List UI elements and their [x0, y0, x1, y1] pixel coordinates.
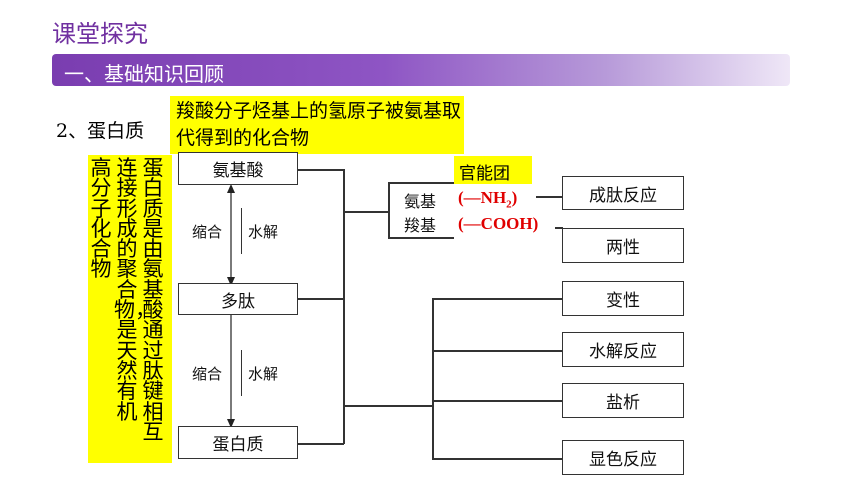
arrow-carboxyl-to-amphoteric — [555, 227, 563, 229]
fg-bracket-bottom — [388, 237, 454, 239]
divider-2 — [241, 350, 243, 396]
vertical-note-column-1: 蛋白质是由氨基酸通过肽键相互 — [142, 156, 164, 444]
vertical-note-column-2: 连接形成的聚合物，是天然有机 — [114, 156, 156, 424]
carboxyl-group-name: 羧基 — [404, 216, 437, 235]
fg-bracket-vertical — [388, 182, 390, 238]
arrow-amino-to-peptide-reaction — [536, 196, 562, 198]
functional-group-label: 官能团 — [459, 164, 510, 184]
property-amphoteric: 两性 — [562, 228, 684, 263]
branch-color — [432, 458, 562, 460]
property-color-reaction: 显色反应 — [562, 440, 684, 475]
connector-peptide — [298, 298, 344, 300]
banner-label: 一、基础知识回顾 — [64, 62, 224, 86]
left-connector — [343, 169, 345, 444]
fg-bracket-top — [388, 182, 454, 184]
protein-tree-vertical — [432, 298, 434, 459]
node-protein: 蛋白质 — [178, 426, 298, 459]
label-hydrolysis-1: 水解 — [248, 223, 279, 241]
property-denaturation: 变性 — [562, 281, 684, 316]
vertical-note-highlight — [88, 155, 172, 463]
definition-highlight — [170, 96, 464, 154]
vertical-note-column-3: 高分子化合物 — [90, 156, 112, 282]
protein-tree-link — [343, 405, 433, 407]
connector-to-functional-group — [343, 211, 388, 213]
amino-formula: (—NH2) — [458, 188, 518, 211]
functional-group-highlight — [454, 156, 532, 184]
connector-protein — [298, 443, 344, 445]
amino-group-name: 氨基 — [404, 192, 437, 211]
carboxyl-formula: (—COOH) — [458, 214, 539, 233]
branch-hydrolysis — [432, 350, 562, 352]
branch-salting-out — [432, 400, 562, 402]
label-condense-1: 缩合 — [192, 223, 223, 241]
property-salting-out: 盐析 — [562, 383, 684, 418]
label-hydrolysis-2: 水解 — [248, 365, 279, 383]
property-hydrolysis: 水解反应 — [562, 332, 684, 367]
property-peptide-formation: 成肽反应 — [562, 176, 684, 210]
slide-title: 课堂探究 — [52, 20, 148, 48]
branch-denature — [432, 298, 562, 300]
definition-text: 羧酸分子烃基上的氢原子被氨基取代得到的化合物 — [176, 100, 462, 149]
section-label: 2、蛋白质 — [56, 120, 145, 142]
connector-amino-acid — [298, 169, 344, 171]
node-amino-acid: 氨基酸 — [178, 152, 298, 185]
node-peptide: 多肽 — [178, 283, 298, 315]
divider-1 — [241, 208, 243, 254]
section-banner — [52, 54, 790, 86]
label-condense-2: 缩合 — [192, 365, 223, 383]
